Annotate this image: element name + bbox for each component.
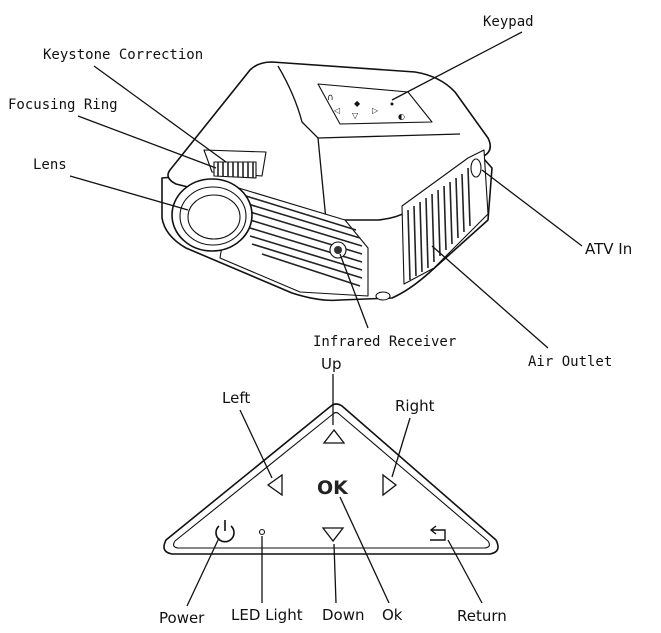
side-grille (401, 149, 489, 285)
keypad-inner-triangle (173, 411, 490, 549)
top-right-arrow: ▷ (372, 106, 379, 115)
label-ok: Ok (382, 606, 403, 624)
label-led-light: LED Light (231, 606, 303, 624)
projector-foot (375, 291, 391, 301)
top-left-arrow: ◁ (333, 106, 340, 115)
keypad-diagram: OK (163, 403, 499, 555)
leader-focusing-ring (77, 115, 217, 169)
leader-return (447, 539, 483, 604)
projector-top-bevel (277, 65, 461, 139)
infrared-receiver (329, 241, 347, 259)
atv-in-port (470, 158, 482, 178)
label-infrared-receiver: Infrared Receiver (313, 334, 456, 350)
right-button[interactable] (382, 473, 398, 497)
leader-keystone (93, 65, 227, 163)
lens (171, 178, 253, 252)
leader-down (333, 543, 337, 604)
return-button[interactable] (429, 525, 446, 541)
top-return-symbol: ◐ (398, 112, 405, 121)
projector-callouts: Keypad Keystone Correction Focusing Ring… (8, 14, 632, 370)
projector-illustration: ∩ ◁ ◆ ▽ ▷ ◐ (161, 61, 493, 302)
ok-button[interactable]: OK (317, 477, 349, 499)
label-right: Right (395, 397, 435, 415)
led-light-indicator (258, 528, 266, 536)
label-left: Left (222, 389, 250, 407)
left-button[interactable] (266, 473, 283, 497)
label-keypad: Keypad (483, 14, 534, 30)
label-keystone-correction: Keystone Correction (43, 47, 203, 63)
top-down-arrow: ▽ (352, 111, 359, 120)
label-up: Up (321, 355, 342, 373)
down-button[interactable] (321, 527, 345, 543)
leader-keypad (391, 31, 523, 101)
leader-left (239, 409, 273, 479)
projector-top-ridge (317, 137, 327, 221)
power-button[interactable] (215, 520, 235, 543)
leader-air-outlet (431, 245, 549, 349)
up-button[interactable] (322, 428, 346, 444)
label-air-outlet: Air Outlet (528, 354, 612, 370)
label-atv-in: ATV In (585, 240, 632, 258)
top-ok-symbol: ◆ (354, 99, 361, 108)
label-lens: Lens (33, 157, 67, 173)
top-power-symbol: ∩ (327, 93, 334, 103)
focusing-ring-wheel (213, 161, 257, 179)
label-power: Power (159, 609, 205, 627)
leader-atv-in (481, 169, 583, 247)
top-led-dot (390, 102, 394, 106)
label-return: Return (457, 607, 507, 625)
label-focusing-ring: Focusing Ring (8, 97, 118, 113)
leader-ok (339, 496, 390, 604)
leader-lens (69, 175, 189, 211)
label-down: Down (322, 606, 365, 624)
keypad-outer-triangle (163, 403, 499, 555)
leader-infrared-receiver (339, 253, 369, 329)
leader-power (186, 537, 220, 607)
keypad-callouts: Up Left Right Power LED Light Down Ok Re… (159, 355, 507, 627)
leader-right (391, 417, 411, 478)
